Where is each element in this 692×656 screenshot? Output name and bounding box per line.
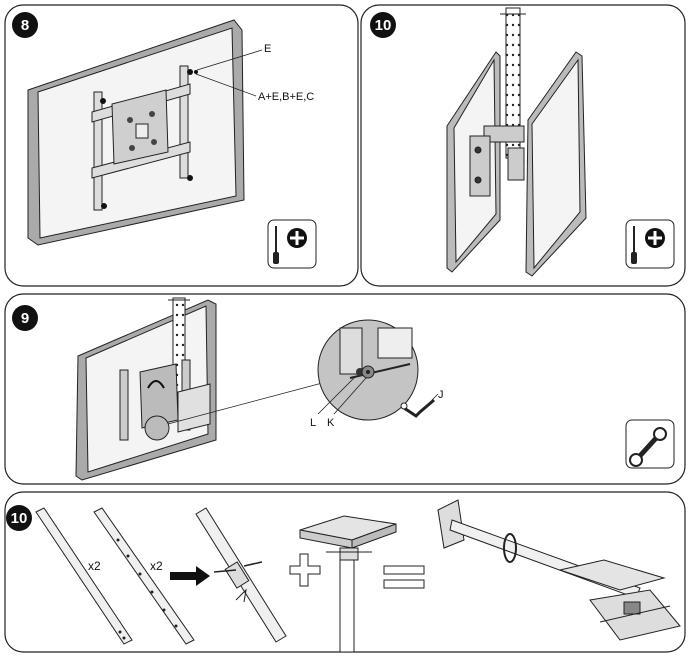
step-number: 9 [21, 310, 29, 327]
mounting-plate [111, 89, 169, 165]
screwdriver-icon [625, 219, 675, 269]
qty-x2-short-tube: x2 [88, 559, 101, 573]
step-badge: 8 [12, 12, 38, 38]
arrow-right-icon [170, 566, 210, 586]
wrench-j [400, 398, 435, 418]
assembled-ceiling-mount [437, 499, 681, 641]
step-number: 8 [21, 17, 29, 34]
label-l: L [310, 417, 316, 429]
panel-step-10-bottom: 10 x2 x2 [4, 491, 686, 653]
screws [100, 69, 198, 209]
tube-long [93, 507, 195, 645]
ceiling-mount-pole [299, 515, 397, 653]
equals-icon [383, 565, 425, 589]
zoom-detail [317, 319, 419, 421]
detail-highlight [144, 415, 170, 441]
plus-icon [289, 553, 321, 587]
tube-short [35, 507, 133, 645]
ceiling-pole [500, 7, 526, 159]
label-j: J [438, 389, 444, 401]
label-k: K [327, 417, 335, 429]
step-badge: 10 [6, 505, 32, 531]
label-e: E [264, 43, 271, 55]
qty-x2-long-tube: x2 [150, 559, 163, 573]
step-badge: 10 [370, 12, 396, 38]
label-a-e-b-e-c: A+E,B+E,C [258, 91, 314, 103]
panel-step-10-top: 10 [360, 4, 686, 287]
step-number: 10 [375, 17, 392, 34]
tube-coupling-assembly [195, 507, 287, 643]
mount-bracket [119, 359, 211, 441]
panel-step-8: 8 [4, 4, 359, 287]
step-number: 10 [11, 510, 28, 527]
wrench-icon [625, 419, 675, 469]
screwdriver-icon [267, 219, 317, 269]
dual-bracket [469, 125, 525, 197]
right-tv [525, 51, 587, 277]
panel-step-9: 9 [4, 293, 686, 485]
step-badge: 9 [12, 305, 38, 331]
